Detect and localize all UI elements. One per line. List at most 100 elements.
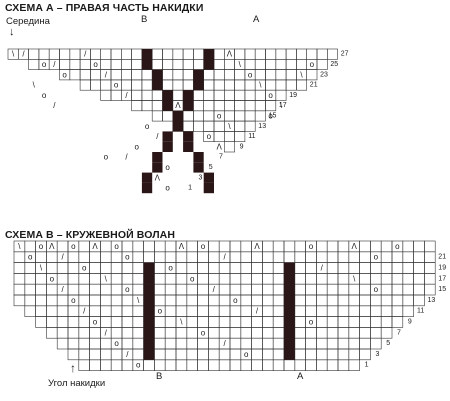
- chart-a-cell: [213, 48, 225, 60]
- chart-b-cell: [197, 262, 209, 274]
- chart-b-cell: [272, 305, 285, 317]
- chart-b-cell: [132, 348, 144, 361]
- chart-b-cell: [154, 348, 166, 361]
- chart-a-row-number: 17: [279, 102, 287, 109]
- chart-a-cell: [224, 131, 235, 142]
- chart-b-cell: [132, 262, 144, 274]
- chart-b-cell: [78, 359, 90, 371]
- chart-a-symbol: /: [156, 132, 159, 141]
- chart-b-cell: [24, 273, 36, 285]
- chart-b-cell: [208, 359, 220, 371]
- chart-b-cell: [89, 251, 101, 263]
- chart-b-cell: [67, 316, 80, 328]
- chart-b-cell: [370, 337, 382, 350]
- chart-a-symbol: \: [300, 70, 303, 79]
- chart-b-cell: [46, 305, 58, 317]
- chart-b-cell: [208, 316, 220, 328]
- chart-b-cell: [348, 348, 360, 361]
- chart-b-cell: [305, 262, 317, 274]
- chart-b-symbol: /: [256, 307, 259, 316]
- chart-b-symbol: o: [50, 274, 55, 283]
- chart-a-cell: [224, 69, 235, 81]
- chart-a-cell: [131, 69, 143, 81]
- chart-a-symbol: o: [114, 81, 119, 90]
- chart-b-cell: [89, 273, 101, 285]
- chart-b-filled-cell: [284, 295, 295, 306]
- chart-b-cell: [89, 262, 101, 274]
- chart-b-cell: [294, 283, 306, 296]
- chart-b-cell: [24, 294, 36, 307]
- chart-b-cell: [13, 283, 26, 296]
- chart-b-cell: [56, 273, 69, 285]
- chart-b-cell: [424, 283, 436, 296]
- chart-b-row-number: 9: [408, 319, 412, 326]
- corner-label: Угол накидки: [48, 378, 106, 389]
- chart-a-filled-cell: [162, 90, 173, 101]
- chart-b-cell: [380, 305, 393, 317]
- chart-b-cell: [402, 283, 414, 296]
- chart-b-cell: [121, 262, 134, 274]
- chart-a-filled-cell: [152, 152, 163, 163]
- chart-b-cell: [326, 273, 339, 285]
- chart-a-cell: [326, 48, 338, 60]
- chart-b-cell: [413, 262, 425, 274]
- chart-b-cell: [272, 327, 285, 339]
- chart-a-cell: [100, 89, 112, 101]
- chart-a-cell: [131, 58, 143, 70]
- chart-b-cell: [413, 283, 425, 296]
- chart-b-cell: [305, 251, 317, 263]
- chart-b-cell: [251, 283, 263, 296]
- chart-a-symbol: Λ: [227, 50, 233, 59]
- chart-a-cell: [213, 69, 225, 81]
- chart-a-cell: [275, 58, 287, 70]
- chart-b-cell: [56, 316, 69, 328]
- chart-b-cell: [251, 294, 263, 307]
- chart-b-cell: [229, 251, 242, 263]
- chart-b-cell: [251, 316, 263, 328]
- chart-a-cell: [275, 69, 287, 81]
- chart-b-cell: [305, 273, 317, 285]
- chart-b-row-number: 17: [438, 275, 446, 282]
- chart-b-cell: [391, 294, 404, 307]
- chart-b-cell: [337, 305, 350, 317]
- chart-b-symbol: o: [201, 328, 206, 337]
- chart-a-row-number: 25: [330, 61, 338, 68]
- chart-b-cell: [164, 316, 177, 328]
- chart-b-cell: [229, 305, 242, 317]
- chart-a-cell: [79, 69, 91, 81]
- chart-b-cell: [240, 262, 252, 274]
- chart-a-symbol: o: [248, 70, 253, 79]
- chart-a-cell: [254, 69, 266, 81]
- chart-b-cell: [186, 316, 198, 328]
- chart-a-cell: [48, 48, 60, 60]
- chart-b-cell: [359, 316, 371, 328]
- chart-b-cell: [240, 359, 252, 371]
- chart-b-filled-cell: [143, 273, 155, 285]
- chart-b-symbol: o: [125, 285, 130, 294]
- chart-b-cell: [294, 294, 306, 307]
- chart-a-filled-cell: [193, 152, 204, 163]
- chart-b-cell: [272, 283, 285, 296]
- chart-a-cell: [100, 48, 112, 60]
- chart-b-cell: [154, 337, 166, 350]
- chart-b-cell: [175, 262, 188, 274]
- chart-b-cell: [100, 240, 112, 253]
- chart-b-filled-cell: [284, 262, 295, 274]
- chart-b-filled-cell: [284, 338, 295, 349]
- chart-b-cell: [380, 283, 393, 296]
- chart-b-cell: [143, 251, 155, 263]
- chart-b-cell: [413, 294, 425, 307]
- chart-b-cell: [197, 316, 209, 328]
- chart-b-cell: [229, 337, 242, 350]
- chart-b-filled-cell: [284, 316, 295, 328]
- chart-b-cell: [89, 305, 101, 317]
- chart-b-cell: [154, 359, 166, 371]
- chart-b-filled-cell: [284, 349, 295, 360]
- chart-b-symbol: o: [201, 242, 206, 251]
- chart-b-cell: [175, 305, 188, 317]
- chart-b-cell: [316, 283, 328, 296]
- chart-b-cell: [337, 359, 350, 371]
- chart-a-cell: [244, 110, 256, 122]
- chart-b-row-number: 21: [438, 254, 446, 261]
- chart-a-cell: [254, 48, 266, 60]
